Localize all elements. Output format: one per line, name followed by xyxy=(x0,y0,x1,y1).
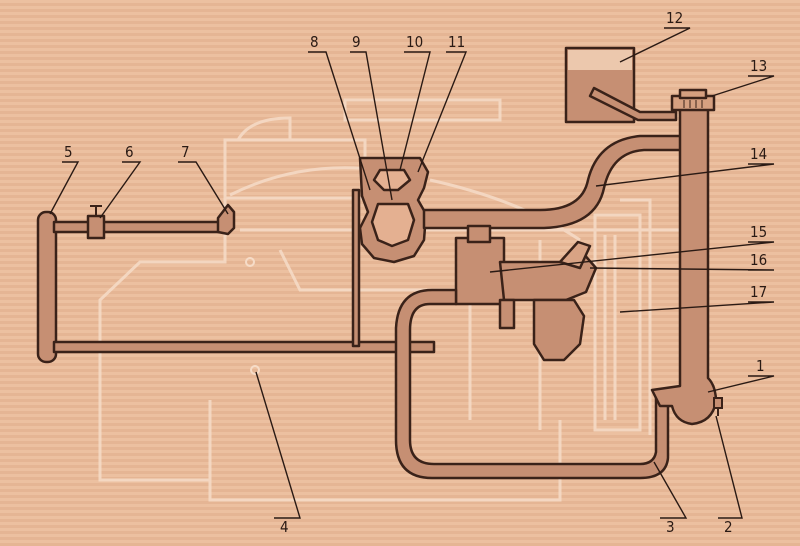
callout-12: 12 xyxy=(666,9,683,27)
callout-13: 13 xyxy=(750,57,767,75)
callout-10: 10 xyxy=(406,33,423,51)
expansion-tank-air-space xyxy=(568,50,632,70)
leader-lines xyxy=(49,27,775,519)
callout-15: 15 xyxy=(750,223,767,241)
callout-16: 16 xyxy=(750,251,767,269)
callout-2: 2 xyxy=(724,518,733,536)
callout-14: 14 xyxy=(750,145,767,163)
heater-outlet-fitting xyxy=(216,203,236,236)
radiator-core xyxy=(650,106,718,426)
overflow-pipe xyxy=(588,86,678,122)
fan-drive-pulley xyxy=(558,240,592,270)
lower-return-loop xyxy=(394,288,670,480)
bypass-line xyxy=(351,188,361,348)
pump-impeller-housing xyxy=(532,298,586,362)
callout-8: 8 xyxy=(310,33,319,51)
callout-7: 7 xyxy=(181,143,190,161)
callout-5: 5 xyxy=(64,143,73,161)
callout-3: 3 xyxy=(666,518,675,536)
callout-labels: 5 6 7 8 9 10 11 12 13 14 15 16 17 1 2 3 … xyxy=(64,9,767,536)
callout-1: 1 xyxy=(756,357,765,375)
pump-bypass-connector xyxy=(498,298,516,330)
heater-supply-pipe xyxy=(52,220,222,234)
radiator-core-hatching xyxy=(683,100,703,108)
heater-valve-body xyxy=(86,214,106,240)
heater-return-pipe xyxy=(52,340,436,354)
thermostat-valve xyxy=(372,168,412,192)
callout-6: 6 xyxy=(125,143,134,161)
callout-9: 9 xyxy=(352,33,361,51)
heater-radiator xyxy=(36,210,58,364)
callout-11: 11 xyxy=(448,33,465,51)
radiator-cap-top xyxy=(678,88,708,100)
pump-upper-connector xyxy=(466,224,492,244)
upper-radiator-hose xyxy=(422,134,688,230)
drain-tap xyxy=(713,397,723,409)
callout-4: 4 xyxy=(280,518,289,536)
callout-17: 17 xyxy=(750,283,767,301)
sketch-bolt xyxy=(245,257,255,267)
sketch-bolt xyxy=(250,365,260,375)
thermostat-bellows xyxy=(370,202,416,248)
